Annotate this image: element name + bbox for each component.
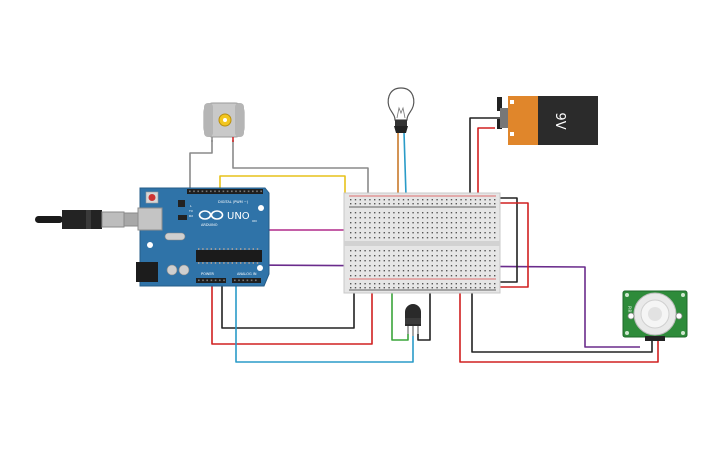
battery-9v[interactable]: 9V: [497, 96, 598, 145]
board-maker: ARDUINO: [201, 223, 218, 227]
led-l-label: L: [190, 204, 192, 208]
rx-label: RX: [189, 214, 193, 218]
pir-sensor[interactable]: PIR: [622, 290, 688, 341]
tx-label: TX: [188, 209, 193, 213]
wire-5v-red[interactable]: [211, 284, 373, 345]
wire-motor-gray[interactable]: [189, 140, 213, 190]
battery-label: 9V: [552, 112, 567, 129]
wire-analog-blue[interactable]: [235, 284, 414, 363]
pir-label: PIR: [627, 306, 632, 313]
board-name: UNO: [227, 211, 250, 222]
wire-pir-red[interactable]: [459, 287, 659, 363]
power-analog-header-pins: [198, 279, 257, 282]
analog-header-label: ANALOG IN: [237, 272, 257, 276]
breadboard-holes: [350, 199, 496, 289]
light-bulb[interactable]: [387, 87, 415, 133]
usb-cable[interactable]: [35, 210, 141, 229]
wire-transistor-green[interactable]: [391, 287, 409, 341]
digital-header-pins: [189, 190, 262, 193]
wire-rail-black-right[interactable]: [495, 197, 518, 283]
wire-battery-red[interactable]: [477, 127, 495, 198]
breadboard[interactable]: [343, 192, 501, 294]
wire-pir-black[interactable]: [471, 287, 653, 353]
chip-pins: [198, 248, 259, 264]
wire-bulb-blue[interactable]: [403, 131, 407, 197]
power-header-label: POWER: [201, 272, 215, 276]
arduino-logo-icon: [198, 210, 224, 220]
wire-gnd-black[interactable]: [221, 284, 355, 329]
digital-header-label: DIGITAL (PWM ~): [218, 200, 249, 204]
wire-rail-red-right[interactable]: [495, 202, 529, 288]
dc-motor[interactable]: [203, 102, 245, 142]
arduino-uno[interactable]: UNO ARDUINO DIGITAL (PWM ~) POWER ANALOG…: [136, 187, 270, 287]
on-label: ON: [252, 219, 257, 223]
wire-transistor-black[interactable]: [417, 284, 431, 341]
wire-motor-red[interactable]: [232, 140, 369, 215]
transistor[interactable]: [405, 304, 421, 336]
wire-battery-black[interactable]: [469, 117, 500, 198]
